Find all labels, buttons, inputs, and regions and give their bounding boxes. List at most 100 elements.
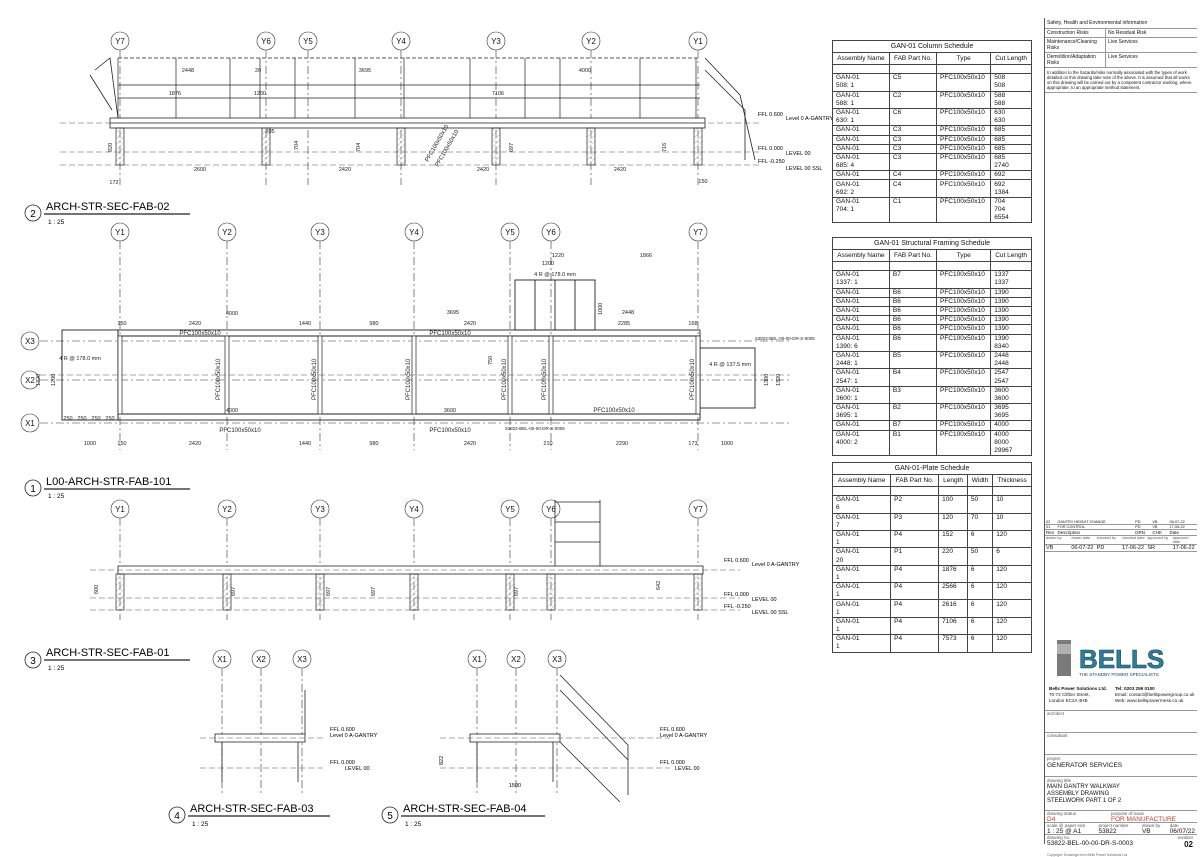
svg-text:1200: 1200 bbox=[254, 91, 266, 97]
svg-text:2420: 2420 bbox=[477, 167, 489, 173]
schedule-cell bbox=[938, 539, 968, 548]
column bbox=[586, 127, 596, 166]
schedule-cell: B4 bbox=[888, 368, 938, 378]
schedule-cell: PFC100x50x10 bbox=[935, 143, 992, 154]
grid-label: X3 bbox=[297, 655, 307, 664]
grid-bubble bbox=[688, 31, 708, 51]
schedule-cell: GAN-01 bbox=[832, 73, 890, 83]
svg-text:210: 210 bbox=[543, 441, 552, 447]
schedule-cell: C3 bbox=[888, 125, 938, 135]
schedule-cell bbox=[890, 504, 940, 514]
svg-text:205: 205 bbox=[265, 129, 274, 135]
svg-text:2: 2 bbox=[30, 209, 36, 220]
grid-label: Y7 bbox=[693, 228, 703, 237]
schedule-cell: 630 bbox=[990, 117, 1032, 126]
schedule-cell: 508 bbox=[990, 82, 1032, 92]
schedule-cell bbox=[966, 504, 994, 514]
schedule-cell: 120 bbox=[992, 529, 1032, 540]
schedule-cell: PFC100x50x10 bbox=[935, 270, 992, 280]
grid-bubble bbox=[256, 31, 276, 51]
schedule-cell bbox=[938, 504, 968, 514]
schedule-cell bbox=[890, 573, 940, 583]
level-ffl-gantry: FFL 0.600 bbox=[758, 112, 783, 118]
schedule-cell: 1 bbox=[831, 573, 892, 583]
svg-text:5: 5 bbox=[387, 811, 393, 822]
svg-text:2448: 2448 bbox=[622, 310, 634, 316]
svg-text:2448: 2448 bbox=[182, 68, 194, 74]
schedule-cell: P4 bbox=[890, 582, 940, 592]
schedule-cell: PFC100x50x10 bbox=[935, 420, 992, 431]
schedule-cell: PFC100x50x10 bbox=[935, 315, 992, 325]
schedule-header: Width bbox=[966, 474, 994, 487]
grid-row-label: X3 bbox=[25, 337, 35, 346]
schedule-cell: GAN-01 bbox=[832, 125, 890, 135]
schedule-cell: 6 bbox=[966, 599, 994, 609]
schedule-cell: 588 bbox=[990, 90, 1032, 100]
company-info: Bells Power Solutions Ltd. 70-72 Clifton… bbox=[1049, 686, 1195, 703]
svg-text:980: 980 bbox=[369, 321, 378, 327]
svg-text:PFC100x50x10: PFC100x50x10 bbox=[219, 428, 261, 434]
schedule-cell: B6 bbox=[888, 333, 938, 343]
svg-text:2285: 2285 bbox=[618, 321, 630, 327]
schedule-cell: 1390 bbox=[990, 324, 1032, 334]
schedule-cell: 100 bbox=[938, 495, 968, 505]
schedule-cell: 4000 bbox=[990, 429, 1032, 439]
svg-text:ARCH-STR-SEC-FAB-01: ARCH-STR-SEC-FAB-01 bbox=[46, 647, 169, 659]
schedule-cell bbox=[888, 188, 938, 198]
schedule-cell: 10 bbox=[992, 495, 1032, 505]
schedule-cell bbox=[888, 342, 938, 352]
schedule-cell: 3695: 1 bbox=[832, 412, 890, 421]
schedule-cell: 3600: 1 bbox=[832, 394, 890, 404]
column bbox=[315, 573, 325, 611]
schedule-cell bbox=[935, 206, 992, 215]
schedule-cell: C6 bbox=[888, 107, 938, 118]
schedule-cell: 7573 bbox=[938, 634, 968, 644]
schedule-cell: PFC100x50x10 bbox=[935, 385, 992, 395]
grid-bubble bbox=[547, 649, 567, 669]
schedule-header: FAB Part No. bbox=[888, 249, 938, 262]
schedule-cell: 588 bbox=[990, 99, 1032, 109]
grid-label: Y5 bbox=[505, 505, 515, 514]
grid-label: Y4 bbox=[409, 505, 419, 514]
schedule-cell: PFC100x50x10 bbox=[935, 107, 992, 118]
schedule-cell: 1390 bbox=[990, 333, 1032, 343]
svg-text:600: 600 bbox=[94, 585, 100, 594]
grid-label: Y2 bbox=[586, 37, 596, 46]
schedule-cell: GAN-01 bbox=[832, 403, 890, 413]
svg-text:1 : 25: 1 : 25 bbox=[192, 821, 209, 828]
schedule-cell: 3695 bbox=[990, 403, 1032, 413]
grid-bubble bbox=[310, 222, 330, 242]
schedule-cell: 1390 bbox=[990, 287, 1032, 298]
framing-schedule-table: GAN-01 Structural Framing Schedule Assem… bbox=[832, 237, 1032, 457]
column-schedule-title: GAN-01 Column Schedule bbox=[832, 40, 1032, 52]
level-gantry: Level 0 A-GANTRY bbox=[786, 116, 834, 122]
svg-text:53822-BEL-00-00-DR-S-0005: 53822-BEL-00-00-DR-S-0005 bbox=[755, 336, 815, 341]
schedule-header: Type bbox=[935, 249, 992, 262]
schedule-cell: 120 bbox=[938, 512, 968, 522]
svg-text:20: 20 bbox=[255, 68, 261, 74]
svg-text:Level 0 A-GANTRY: Level 0 A-GANTRY bbox=[660, 733, 708, 739]
schedule-cell bbox=[935, 438, 992, 447]
schedule-cell: GAN-01 bbox=[831, 547, 892, 557]
schedule-row: 7 bbox=[831, 521, 1032, 531]
signoff-value: 17-06-22 bbox=[1121, 545, 1145, 551]
schedule-cell: GAN-01 bbox=[832, 420, 890, 431]
schedule-cell bbox=[890, 486, 940, 496]
grid-bubble bbox=[688, 499, 708, 519]
schedule-cell: B6 bbox=[888, 287, 938, 298]
schedule-cell: GAN-01 bbox=[832, 350, 890, 361]
svg-text:1220: 1220 bbox=[552, 253, 564, 259]
schedule-header: Assembly Name bbox=[832, 52, 890, 65]
schedule-cell: 1 bbox=[831, 591, 892, 600]
schedule-cell: C5 bbox=[888, 73, 938, 83]
svg-text:PFC100x50x10: PFC100x50x10 bbox=[179, 331, 221, 337]
